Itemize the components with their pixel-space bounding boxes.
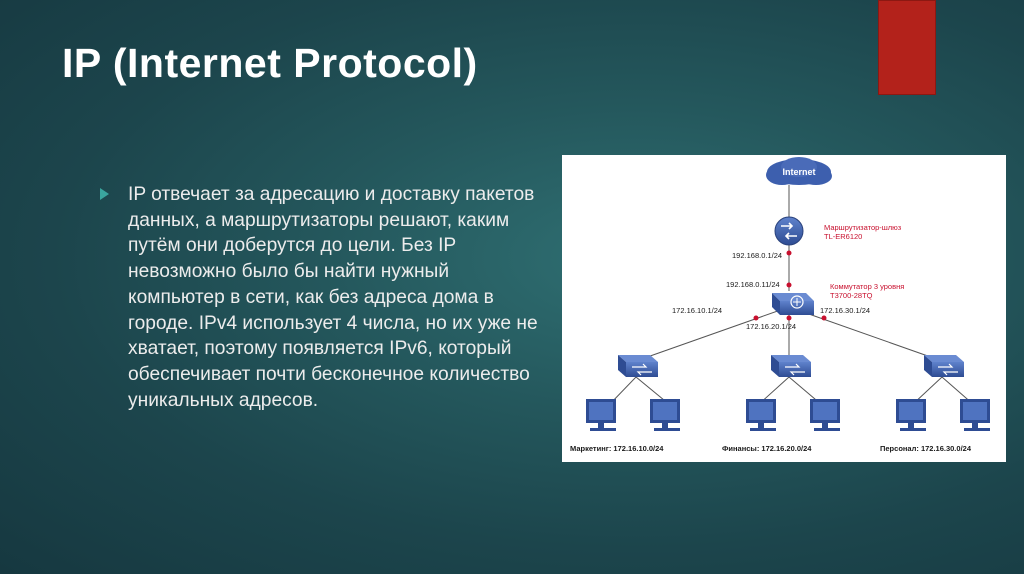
cloud-label: Internet [782,167,815,177]
core-switch-model: T3700-28TQ [830,291,873,300]
core-switch-name: Коммутатор 3 уровня [830,282,904,291]
router-icon [774,216,804,246]
vlan-left-ip: 172.16.10.1/24 [672,306,722,315]
computer-icon [746,399,776,431]
segment-mid-label: Финансы: 172.16.20.0/24 [722,444,812,453]
computer-icon [960,399,990,431]
bullet-list: IP отвечает за адресацию и доставку паке… [100,182,540,413]
switch-uplink-ip: 192.168.0.11/24 [726,280,780,289]
access-switch-right-icon [924,355,964,377]
core-switch-icon [772,293,814,315]
computer-icons [586,399,990,431]
segment-right-label: Персонал: 172.16.30.0/24 [880,444,972,453]
internet-cloud-icon [766,157,832,185]
link-dots [753,250,827,321]
access-switch-left-icon [618,355,658,377]
slide-title: IP (Internet Protocol) [62,40,478,86]
network-diagram: Internet Маршрутизатор-шлюз TL-ER6120 19… [562,155,1006,462]
accent-bar [878,0,936,95]
computer-icon [810,399,840,431]
bullet-text: IP отвечает за адресацию и доставку паке… [128,184,538,411]
computer-icon [896,399,926,431]
router-name: Маршрутизатор-шлюз [824,223,902,232]
vlan-mid-ip: 172.16.20.1/24 [746,322,796,331]
computer-icon [650,399,680,431]
router-ip: 192.168.0.1/24 [732,251,782,260]
router-model: TL-ER6120 [824,232,862,241]
segment-left-label: Маркетинг: 172.16.10.0/24 [570,444,664,453]
bullet-arrow-icon [100,188,109,200]
access-switch-mid-icon [771,355,811,377]
computer-icon [586,399,616,431]
vlan-right-ip: 172.16.30.1/24 [820,306,870,315]
